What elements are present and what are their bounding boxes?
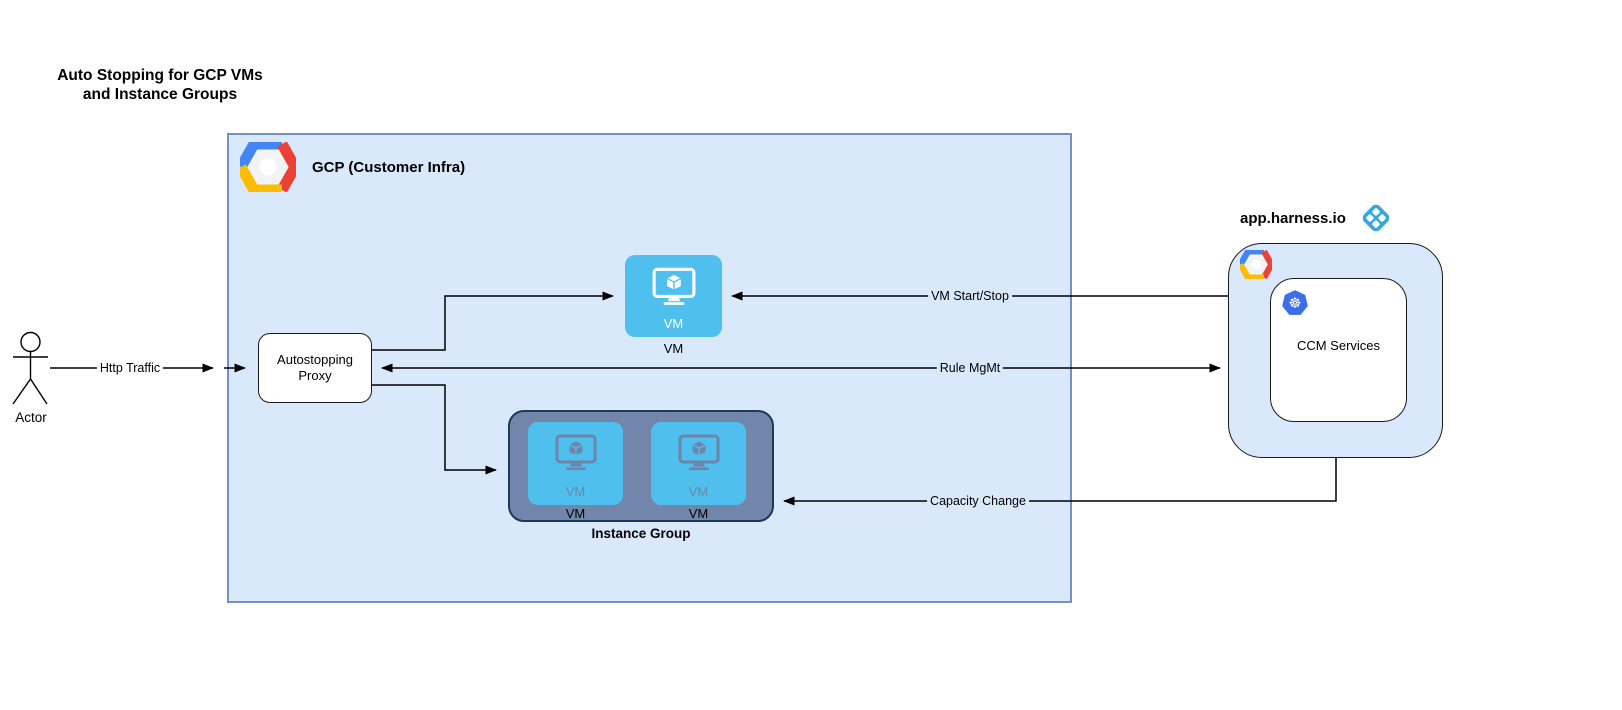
vm-node-inner-label: VM	[663, 316, 684, 331]
vm-monitor-icon	[677, 433, 721, 476]
ccm-services-label: CCM Services	[1296, 338, 1381, 353]
harness-logo-icon	[1362, 204, 1390, 232]
svg-text:☸: ☸	[1288, 295, 1301, 312]
gcp-box-label: GCP (Customer Infra)	[312, 158, 466, 176]
edge-label-capacity-change: Capacity Change	[927, 494, 1029, 508]
edge-label-vm-start-stop: VM Start/Stop	[928, 289, 1012, 303]
diagram-title-line2: and Instance Groups	[82, 86, 238, 103]
actor-icon	[12, 331, 48, 405]
harness-domain-label: app.harness.io	[1240, 209, 1346, 227]
edge-label-rule-mgmt: Rule MgMt	[936, 361, 1004, 375]
harness-header: app.harness.io	[1240, 200, 1394, 236]
instance-group-vm-caption: VM	[565, 506, 586, 521]
actor-label: Actor	[15, 410, 47, 425]
vm-tile-inner-label: VM	[688, 484, 709, 499]
autostopping-proxy-node: Autostopping Proxy	[258, 333, 372, 403]
vm-node-caption: VM	[663, 341, 684, 356]
gcp-box-header: GCP (Customer Infra)	[240, 142, 465, 192]
instance-group-vm-tile: VM	[528, 422, 623, 505]
edge-label-http-traffic: Http Traffic	[96, 361, 164, 375]
diagram-title-line1: Auto Stopping for GCP VMs	[57, 67, 263, 84]
gcp-logo-icon-small	[1240, 250, 1272, 279]
autostopping-proxy-label: Autostopping Proxy	[277, 352, 353, 383]
instance-group-vm-caption: VM	[688, 506, 709, 521]
gcp-logo-icon	[240, 142, 296, 192]
instance-group-vm-tile: VM	[651, 422, 746, 505]
vm-tile-inner-label: VM	[565, 484, 586, 499]
vm-monitor-icon	[554, 433, 598, 476]
kubernetes-icon: ☸	[1282, 290, 1308, 315]
vm-node: VM	[625, 255, 722, 337]
instance-group-caption: Instance Group	[591, 526, 691, 541]
diagram-title: Auto Stopping for GCP VMs and Instance G…	[30, 66, 290, 104]
vm-monitor-icon	[651, 266, 697, 311]
